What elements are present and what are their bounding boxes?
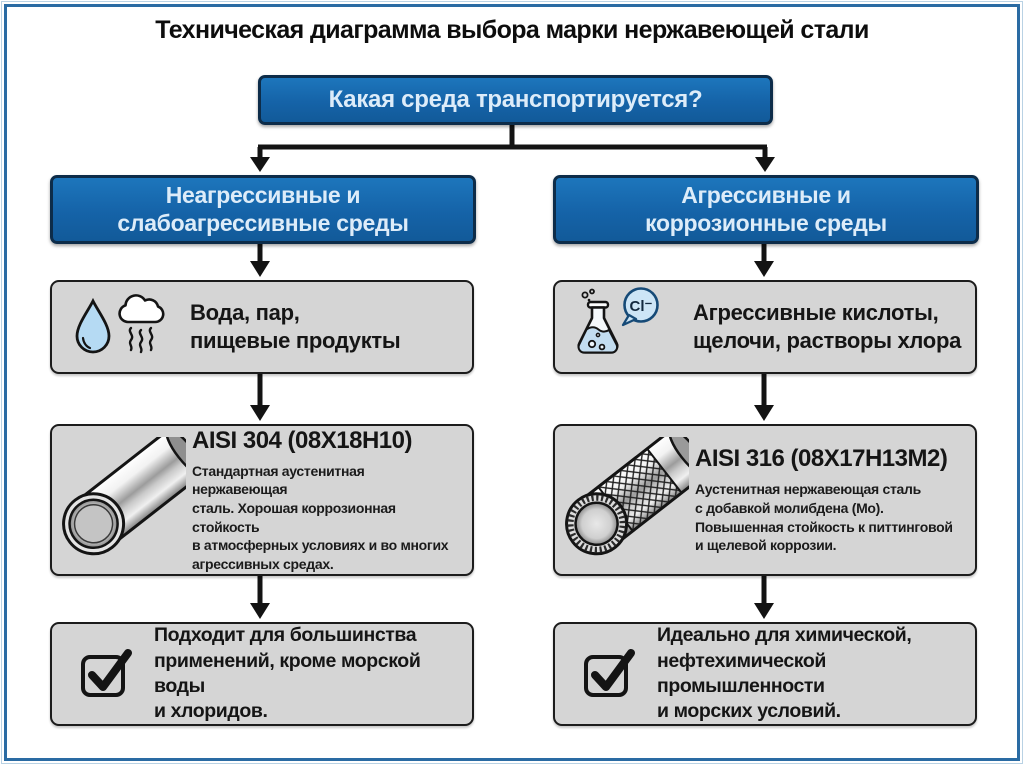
root-question-box: Какая среда транспортируется? <box>258 75 773 125</box>
grade-box-aisi316: AISI 316 (08Х17Н13М2) Аустенитная нержав… <box>553 424 977 576</box>
grade-text-left: AISI 304 (08Х18Н10) Стандартная аустенит… <box>192 427 472 574</box>
chlorine-label: Cl⁻ <box>630 298 653 315</box>
grade-description-aisi304: Стандартная аустенитная нержавеющая стал… <box>192 462 449 572</box>
media-box-right: Cl⁻ Агрессивные кислоты, щелочи, раствор… <box>553 280 977 374</box>
media-box-left: Вода, пар, пищевые продукты <box>50 280 474 374</box>
media-icons-left <box>52 282 190 372</box>
result-icon-left <box>52 624 154 724</box>
braided-pipe-icon <box>565 437 689 556</box>
media-text-left: Вода, пар, пищевые продукты <box>190 300 401 353</box>
grade-text-right: AISI 316 (08Х17Н13М2) Аустенитная нержав… <box>695 445 975 554</box>
grade-icon-right <box>555 426 695 574</box>
branch-right-label: Агрессивные и коррозионные среды <box>645 181 887 236</box>
branch-right-condition-box: Агрессивные и коррозионные среды <box>553 175 979 244</box>
grade-name-aisi304: AISI 304 (08Х18Н10) <box>192 426 412 454</box>
result-icon-right <box>555 624 657 724</box>
checkbox-check-icon <box>584 649 635 697</box>
water-drop-icon <box>75 297 111 354</box>
media-icons-right: Cl⁻ <box>555 282 693 372</box>
smooth-pipe-icon <box>62 437 186 556</box>
result-box-right: Идеально для химической, нефтехимической… <box>553 622 977 726</box>
branch-left-label: Неагрессивные и слабоагрессивные среды <box>117 181 409 236</box>
grade-name-aisi316: AISI 316 (08Х17Н13М2) <box>695 445 948 473</box>
grade-box-aisi304: AISI 304 (08Х18Н10) Стандартная аустенит… <box>50 424 474 576</box>
page-title: Техническая диаграмма выбора марки нержа… <box>155 16 869 44</box>
flask-icon <box>577 288 619 354</box>
result-text-right: Идеально для химической, нефтехимической… <box>657 624 912 723</box>
result-text-left: Подходит для большинства применений, кро… <box>154 624 421 723</box>
grade-icon-left <box>52 426 192 574</box>
checkbox-check-icon <box>81 649 132 697</box>
chlorine-bubble-icon: Cl⁻ <box>621 287 659 327</box>
result-box-left: Подходит для большинства применений, кро… <box>50 622 474 726</box>
branch-left-condition-box: Неагрессивные и слабоагрессивные среды <box>50 175 476 244</box>
steam-icon <box>118 294 165 354</box>
grade-description-aisi316: Аустенитная нержавеющая сталь с добавкой… <box>695 481 953 554</box>
media-text-right: Агрессивные кислоты, щелочи, растворы хл… <box>693 300 962 353</box>
root-question-label: Какая среда транспортируется? <box>328 86 703 113</box>
